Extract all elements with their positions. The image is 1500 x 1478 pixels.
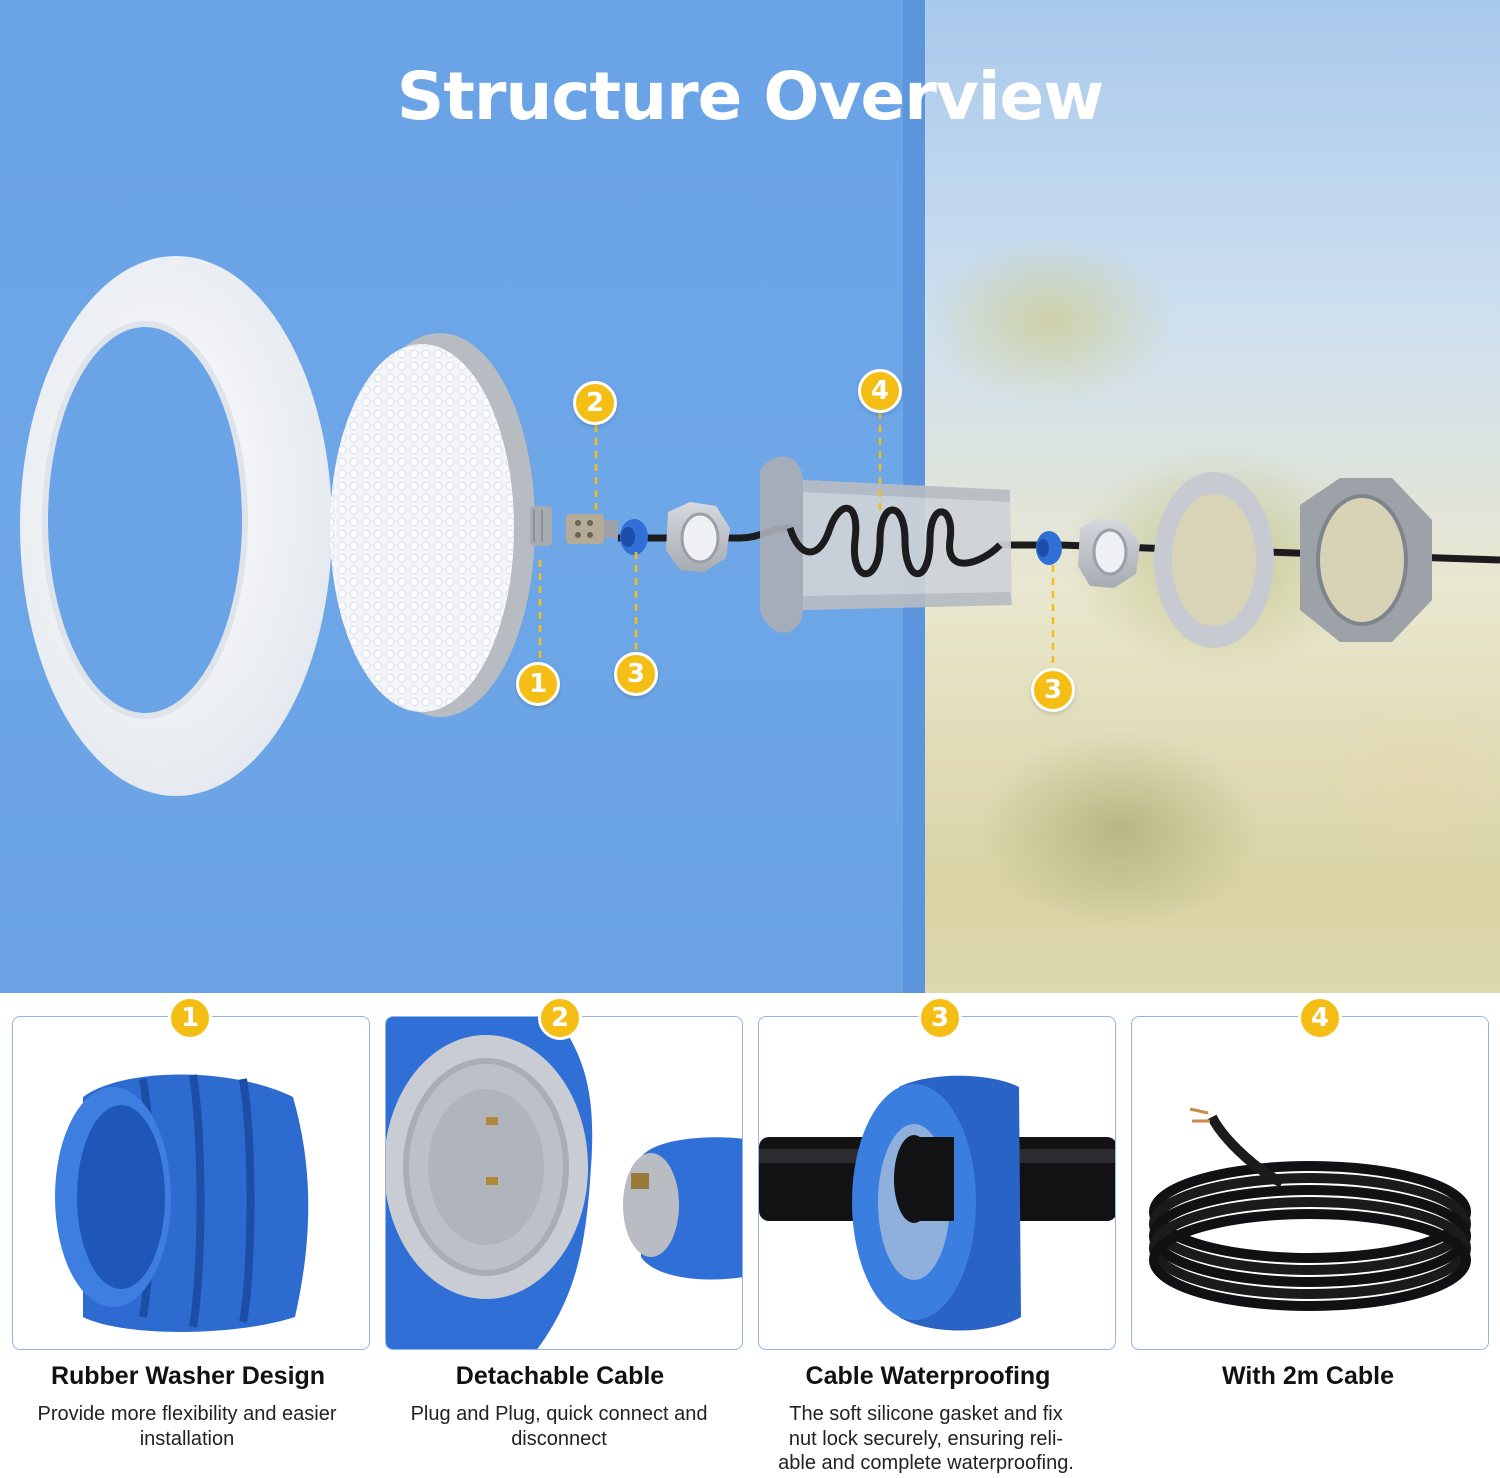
- callout-badge-1: 1: [516, 662, 560, 706]
- callout-lines: [538, 412, 1055, 668]
- coiled-cable-icon: [1149, 1107, 1471, 1311]
- gland-nut-right: [1078, 518, 1140, 588]
- feature-title-4: With 2m Cable: [1221, 1362, 1395, 1390]
- feature-badge-2: 2: [538, 996, 582, 1040]
- feature-card-detachable-cable: [385, 1016, 743, 1350]
- feature-desc-2-line-2: disconnect: [511, 1427, 607, 1450]
- feature-card-cable-waterproofing: [758, 1016, 1116, 1350]
- callout-badge-2: 2: [573, 381, 617, 425]
- blue-rubber-washer-icon: [55, 1074, 309, 1332]
- feature-badge-3: 3: [918, 996, 962, 1040]
- led-lamp: [330, 333, 552, 717]
- face-ring: [20, 256, 332, 796]
- feature-desc-3-line-2: nut lock securely, ensuring reli-: [788, 1427, 1064, 1450]
- gland-nut-left: [666, 502, 730, 572]
- feature-desc-3-line-1: The soft silicone gasket and fix: [789, 1403, 1063, 1425]
- connector-plug: [566, 514, 618, 544]
- feature-title-3: Cable Waterproofing: [805, 1362, 1051, 1390]
- silicone-gasket-icon: [759, 1075, 1115, 1331]
- feature-desc-2: Plug and Plug, quick connect and disconn…: [373, 1402, 745, 1451]
- niche-housing: [760, 456, 1012, 633]
- flat-washer: [1154, 472, 1274, 648]
- feature-desc-3: The soft silicone gasket and fix nut loc…: [740, 1402, 1112, 1476]
- hero-section: Structure Overview 1 2 3 4 3: [0, 0, 1500, 993]
- feature-badge-1: 1: [168, 996, 212, 1040]
- feature-desc-3-line-3: able and complete waterproofing.: [778, 1452, 1074, 1474]
- blue-gasket-left: [620, 519, 648, 555]
- feature-title-2: Detachable Cable: [455, 1362, 665, 1390]
- feature-card-rubber-washer: [12, 1016, 370, 1350]
- feature-desc-1: Provide more flexibility and easier inst…: [1, 1402, 373, 1451]
- plug-connector-icon: [386, 1017, 742, 1349]
- exploded-diagram: [20, 256, 1500, 796]
- coiled-cable: [786, 505, 1003, 577]
- feature-card-2m-cable: [1131, 1016, 1489, 1350]
- feature-desc-1-line-1: Provide more flexibility and easier: [37, 1403, 337, 1425]
- feature-desc-2-line-1: Plug and Plug, quick connect and: [410, 1403, 708, 1425]
- blue-gasket-right: [1036, 531, 1062, 565]
- page-title: Structure Overview: [396, 58, 1104, 135]
- callout-badge-3: 3: [614, 652, 658, 696]
- callout-badge-3b: 3: [1031, 668, 1075, 712]
- feature-title-1: Rubber Washer Design: [50, 1362, 326, 1390]
- lock-nut: [1300, 478, 1432, 642]
- callout-badge-4: 4: [858, 369, 902, 413]
- feature-desc-1-line-2: installation: [139, 1427, 235, 1450]
- feature-badge-4: 4: [1298, 996, 1342, 1040]
